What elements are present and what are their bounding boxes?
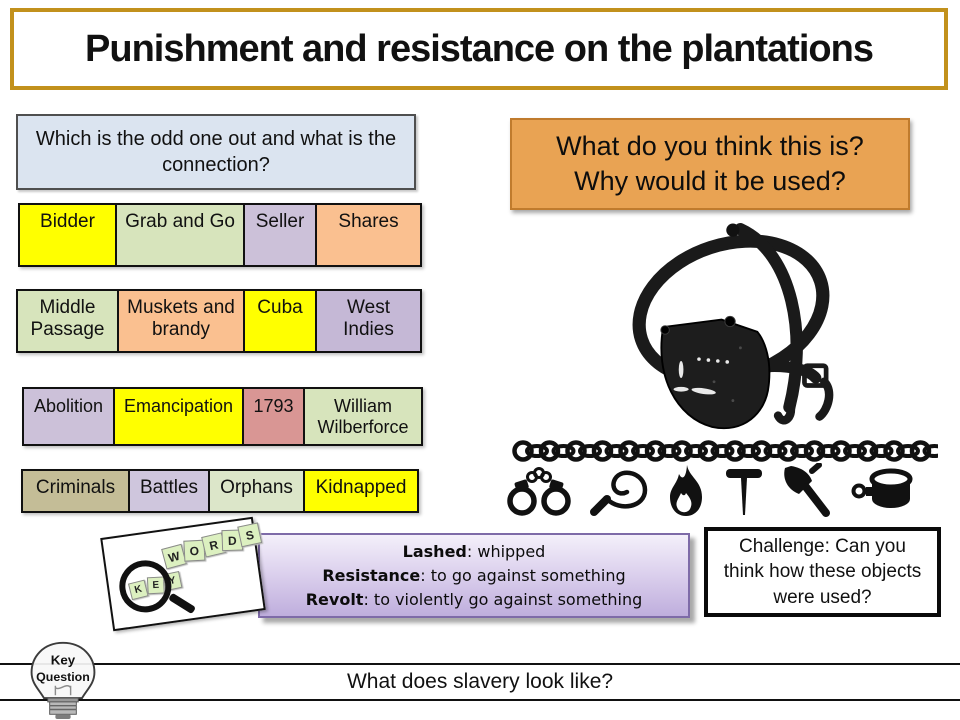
odd-one-out-prompt-text: Which is the odd one out and what is the…	[35, 128, 397, 176]
whip-icon	[590, 470, 648, 516]
word-cell: Kidnapped	[305, 471, 417, 511]
word-cell: 1793	[244, 389, 305, 444]
definition-line: Lashed: whipped	[403, 540, 546, 564]
keyword-term: Lashed	[402, 541, 467, 561]
odd-one-out-prompt: Which is the odd one out and what is the…	[16, 114, 416, 190]
word-cell: Muskets and brandy	[119, 291, 245, 351]
iron-muzzle-image	[632, 223, 834, 430]
handcuffs-icon	[507, 467, 571, 516]
word-cell: William Wilberforce	[305, 389, 421, 444]
word-row-3: Abolition Emancipation 1793 William Wilb…	[22, 387, 423, 446]
artifact-question-line2: Why would it be used?	[574, 166, 846, 196]
shackle-collar-icon	[851, 468, 913, 508]
keyword-term: Revolt	[305, 589, 364, 609]
word-cell: Abolition	[24, 389, 115, 444]
bulb-label-question: Question	[36, 670, 90, 684]
punishment-objects-row	[505, 463, 917, 519]
bulb-label-key: Key	[51, 653, 76, 668]
keyword-def: : whipped	[466, 541, 546, 561]
word-cell: Shares	[317, 205, 420, 265]
word-cell: Cuba	[245, 291, 317, 351]
word-row-4: Criminals Battles Orphans Kidnapped	[21, 469, 419, 513]
word-cell: Emancipation	[115, 389, 244, 444]
page-title: Punishment and resistance on the plantat…	[85, 27, 874, 70]
artifact-question-box: What do you think this is? Why would it …	[510, 118, 910, 210]
word-cell: West Indies	[317, 291, 420, 351]
artifact-question-line1: What do you think this is?	[556, 130, 864, 161]
key-question-bulb-icon: Key Question	[30, 641, 96, 720]
keywords-tile: S	[237, 522, 263, 548]
word-cell: Grab and Go	[117, 205, 245, 265]
definition-line: Resistance: to go against something	[322, 564, 625, 588]
hatchet-icon	[783, 463, 830, 517]
key-question-text: What does slavery look like?	[346, 670, 614, 693]
branding-iron-icon	[726, 469, 763, 515]
keyword-def: : to go against something	[420, 565, 626, 585]
word-cell: Seller	[245, 205, 317, 265]
word-cell: Orphans	[210, 471, 305, 511]
word-cell: Criminals	[23, 471, 130, 511]
word-row-2: Middle Passage Muskets and brandy Cuba W…	[16, 289, 422, 353]
title-box: Punishment and resistance on the plantat…	[10, 8, 948, 90]
flame-icon	[669, 465, 702, 516]
magnifier-handle-icon	[168, 592, 197, 615]
word-cell: Middle Passage	[18, 291, 119, 351]
challenge-text: Challenge: Can you think how these objec…	[723, 535, 922, 608]
key-question-bar: What does slavery look like?	[0, 663, 960, 701]
keyword-definitions-box: Lashed: whipped Resistance: to go agains…	[258, 533, 690, 618]
word-row-1: Bidder Grab and Go Seller Shares	[18, 203, 422, 267]
word-cell: Battles	[130, 471, 210, 511]
key-words-stamp: K E Y W O R D S	[100, 516, 266, 632]
keyword-term: Resistance	[322, 565, 421, 585]
chain-icon	[512, 438, 938, 464]
word-cell: Bidder	[20, 205, 117, 265]
definition-line: Revolt: to violently go against somethin…	[306, 588, 643, 612]
challenge-box: Challenge: Can you think how these objec…	[704, 527, 941, 617]
keyword-def: : to violently go against something	[363, 589, 643, 609]
